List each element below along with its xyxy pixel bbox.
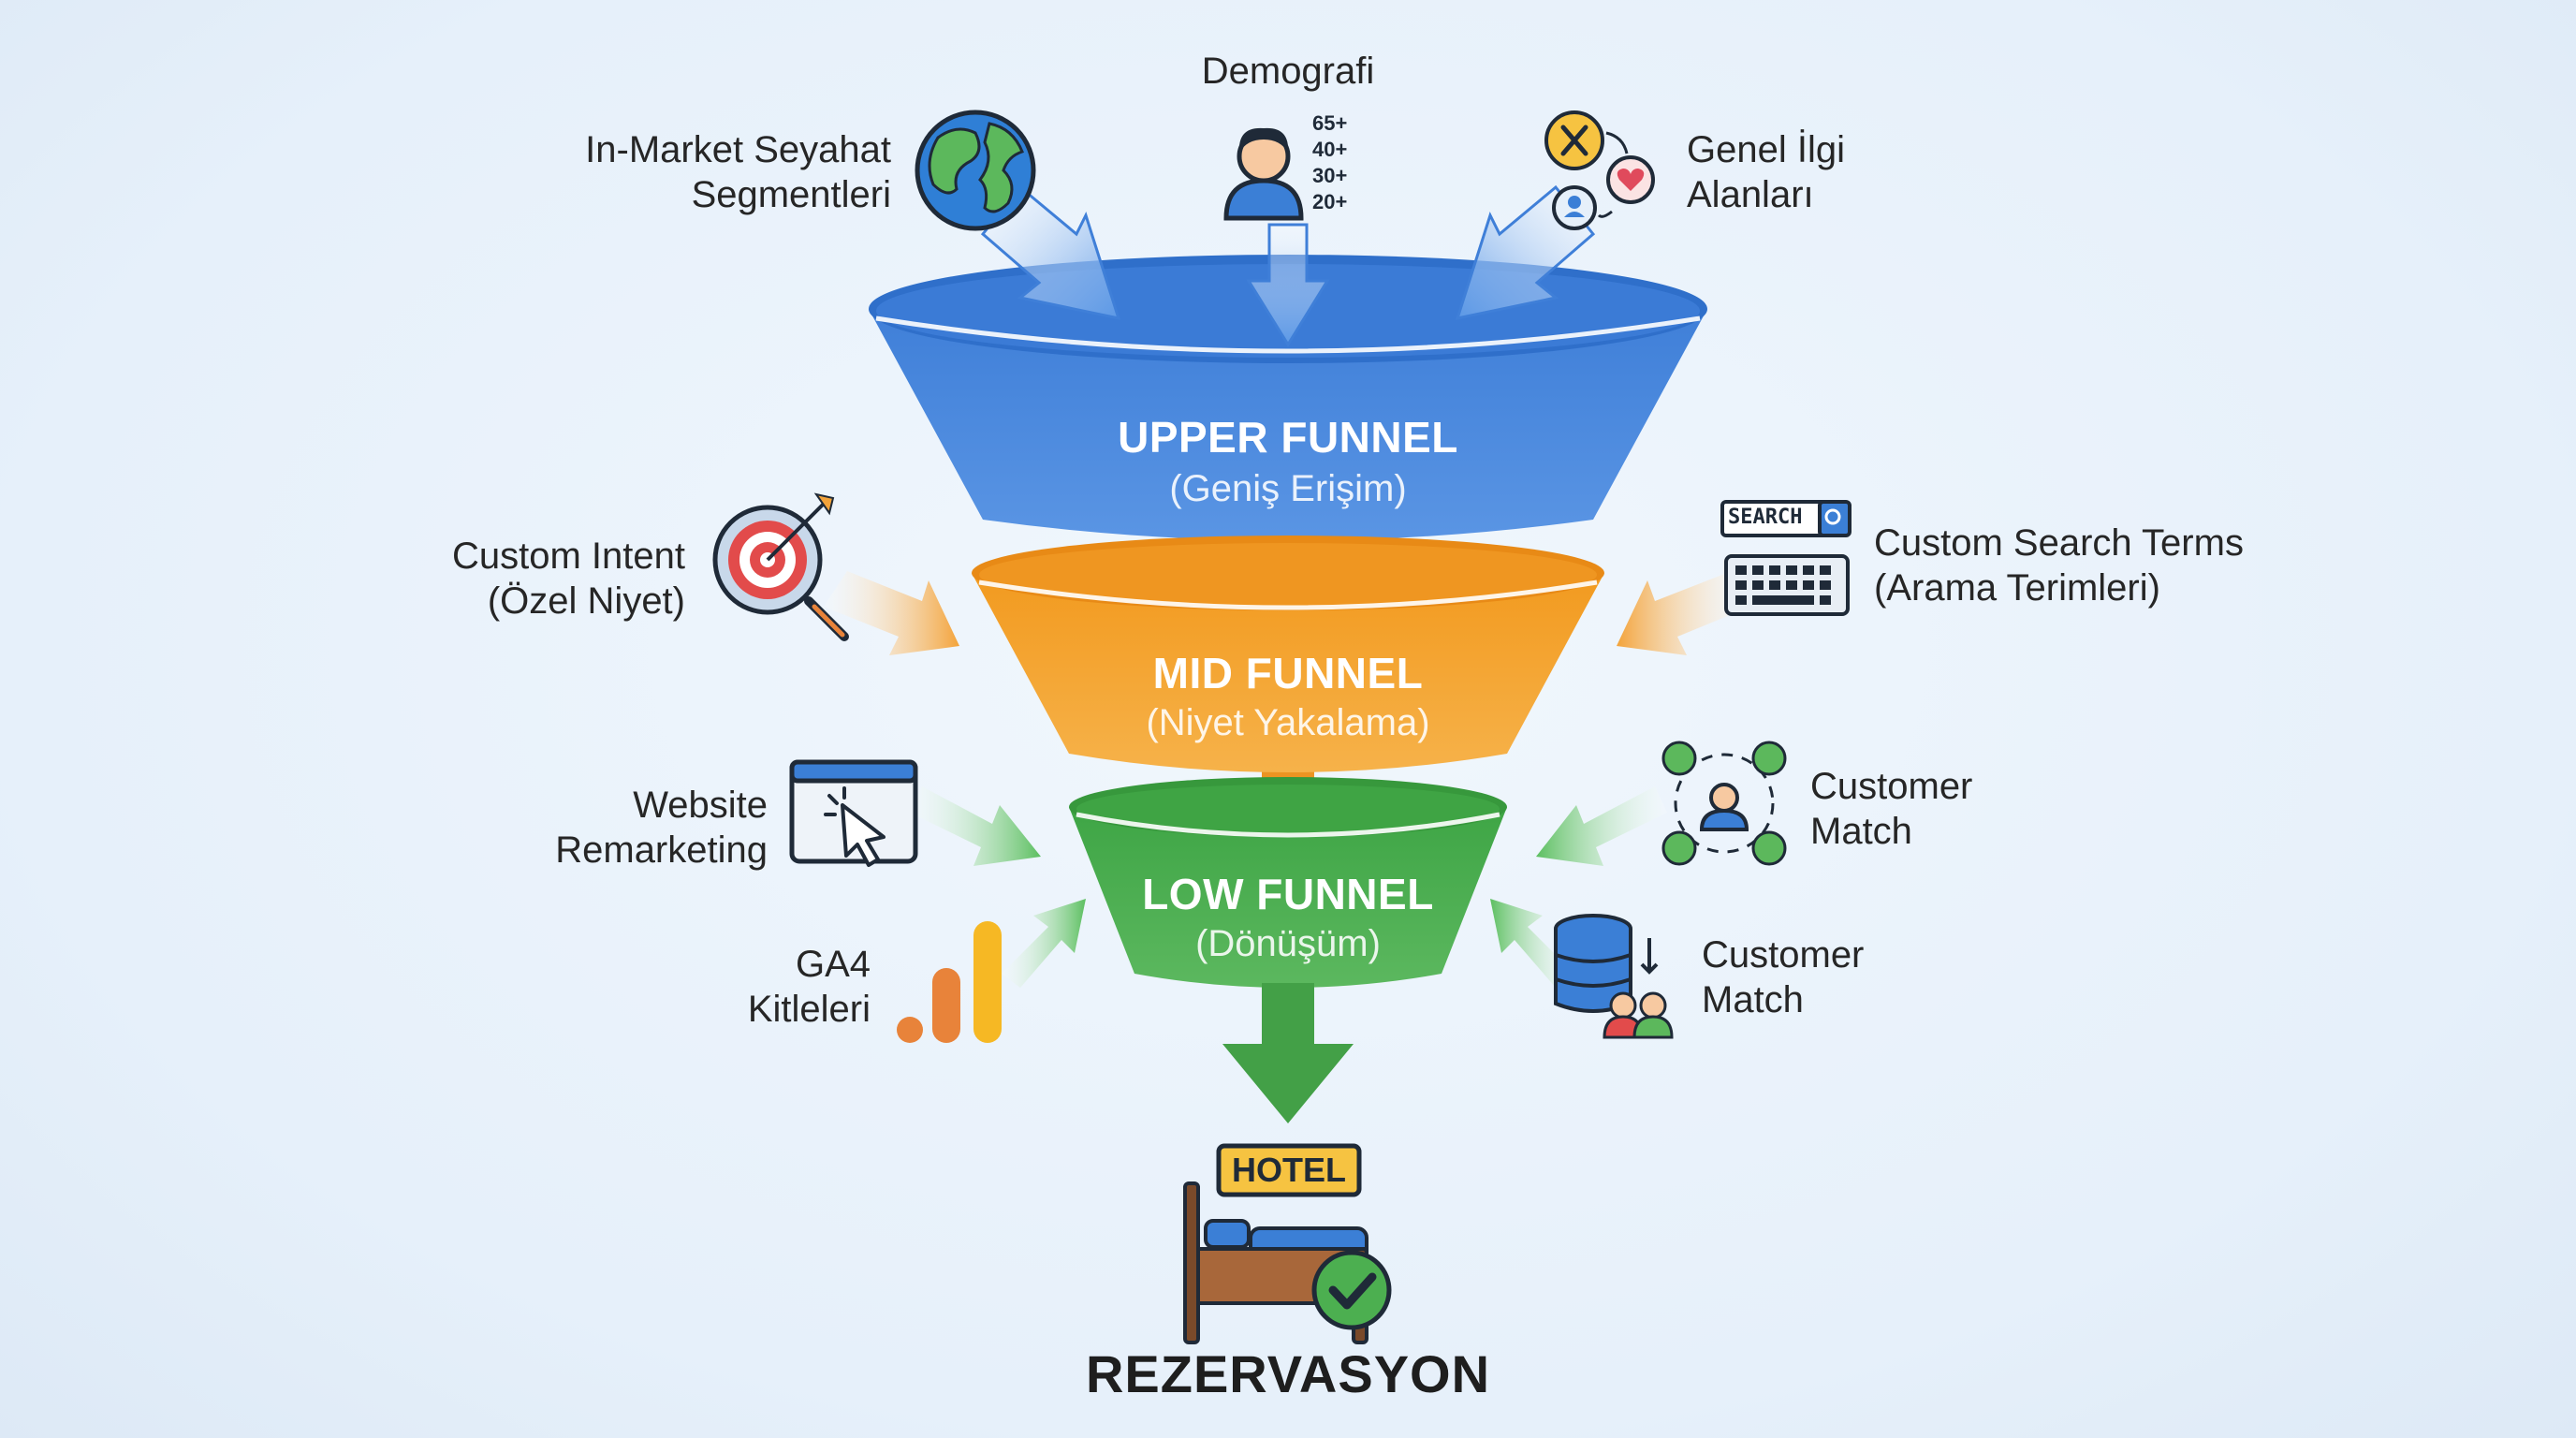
output-arrow <box>1222 983 1354 1123</box>
customer-match-1-arrow <box>1536 786 1667 866</box>
customer-match-2-label: Customer Match <box>1702 934 1865 1020</box>
customer-match-2-arrow <box>1490 899 1574 988</box>
age-group-item: 20+ <box>1312 190 1348 213</box>
website-remarketing-arrow <box>910 786 1041 866</box>
custom-search-label: Custom Search Terms (Arama Terimleri) <box>1874 522 2244 609</box>
age-groups-list: 65+ 40+ 30+ 20+ <box>1312 110 1368 215</box>
hotel-sign-text: HOTEL <box>1232 1151 1346 1189</box>
age-group-item: 40+ <box>1312 138 1348 161</box>
low-funnel-subtitle: (Dönüşüm) <box>1195 923 1381 964</box>
target-magnifier-icon <box>712 492 849 641</box>
demografi-arrow <box>1246 223 1330 347</box>
age-group-item: 65+ <box>1312 111 1348 135</box>
browser-cursor-icon <box>789 759 918 867</box>
ga4-arrow <box>1002 899 1086 988</box>
custom-intent-label: Custom Intent (Özel Niyet) <box>451 536 685 622</box>
hotel-bed-icon <box>1183 1143 1392 1344</box>
search-keyboard-icon <box>1720 500 1852 616</box>
rezervasyon-label: REZERVASYON <box>1085 1344 1491 1403</box>
low-funnel-shape <box>1069 777 1507 988</box>
custom-intent-arrow <box>824 571 959 655</box>
in-market-arrow <box>980 184 1121 320</box>
custom-search-arrow <box>1617 571 1750 655</box>
search-badge-text: SEARCH <box>1728 506 1803 529</box>
age-group-item: 30+ <box>1312 164 1348 187</box>
mid-funnel-title: MID FUNNEL <box>1152 649 1424 697</box>
interests-icon <box>1544 110 1655 230</box>
genel-ilgi-label: Genel İlgi Alanları <box>1687 129 1845 215</box>
database-people-icon <box>1554 914 1674 1039</box>
ga4-bars-icon <box>897 921 1002 1043</box>
people-network-icon <box>1661 741 1787 866</box>
upper-funnel-title: UPPER FUNNEL <box>1118 413 1458 462</box>
mid-funnel-shape <box>972 536 1604 772</box>
demografi-label: Demografi <box>1201 51 1375 92</box>
globe-icon <box>915 110 1036 231</box>
website-remarketing-label: Website Remarketing <box>555 785 768 871</box>
customer-match-1-label: Customer Match <box>1810 766 1973 852</box>
ga4-label: GA4 Kitleleri <box>747 944 871 1030</box>
mid-funnel-subtitle: (Niyet Yakalama) <box>1146 702 1430 743</box>
person-icon <box>1223 127 1304 221</box>
in-market-label: In-Market Seyahat Segmentleri <box>585 129 891 215</box>
upper-funnel-subtitle: (Geniş Erişim) <box>1169 468 1407 509</box>
low-funnel-title: LOW FUNNEL <box>1142 870 1434 918</box>
